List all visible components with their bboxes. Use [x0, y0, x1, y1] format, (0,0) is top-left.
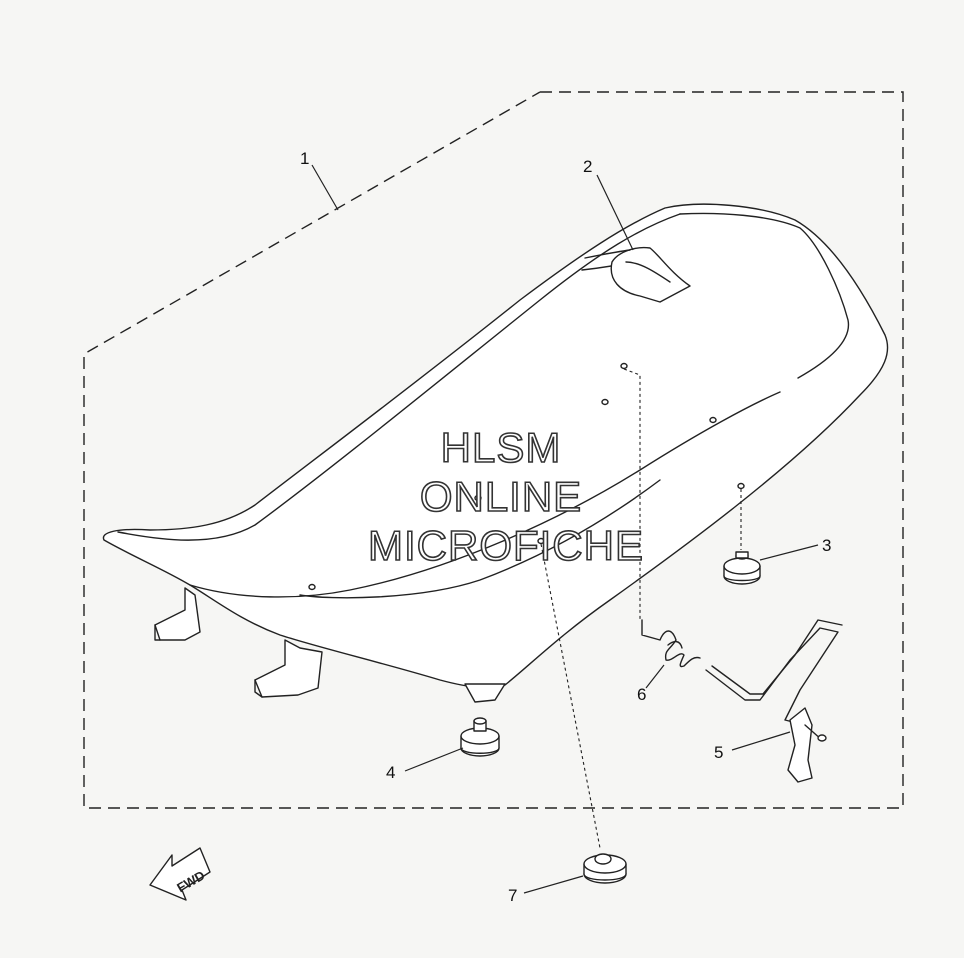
leader-1	[311, 164, 339, 211]
callout-1: 1	[300, 149, 309, 168]
damper-4	[460, 717, 500, 757]
leader-4	[404, 747, 464, 772]
leader-3	[759, 544, 819, 561]
watermark-line-3: MICROFICHE	[368, 522, 644, 569]
callout-5: 5	[714, 743, 723, 762]
callout-7: 7	[508, 886, 517, 905]
leader-2	[596, 174, 634, 251]
watermark-line-2: ONLINE	[420, 473, 582, 520]
damper-3	[723, 551, 761, 585]
seat-strap	[584, 246, 691, 303]
callout-4: 4	[386, 763, 395, 782]
seat-assembly	[102, 203, 889, 703]
callout-2: 2	[583, 157, 592, 176]
leader-5	[731, 731, 791, 751]
seat-lock-5	[705, 619, 843, 783]
leader-6	[645, 664, 665, 689]
watermark-line-1: HLSM	[441, 424, 562, 471]
callout-3: 3	[822, 536, 831, 555]
leader-7	[523, 875, 584, 894]
callout-6: 6	[637, 685, 646, 704]
guide-line-7	[540, 543, 601, 849]
watermark: HLSM ONLINE MICROFICHE	[367, 423, 644, 570]
fwd-arrow-icon: FWD	[149, 847, 211, 901]
spring-6	[641, 619, 701, 668]
guide-line-6	[623, 368, 641, 620]
assembly-boundary	[83, 91, 904, 809]
damper-7	[583, 853, 627, 884]
